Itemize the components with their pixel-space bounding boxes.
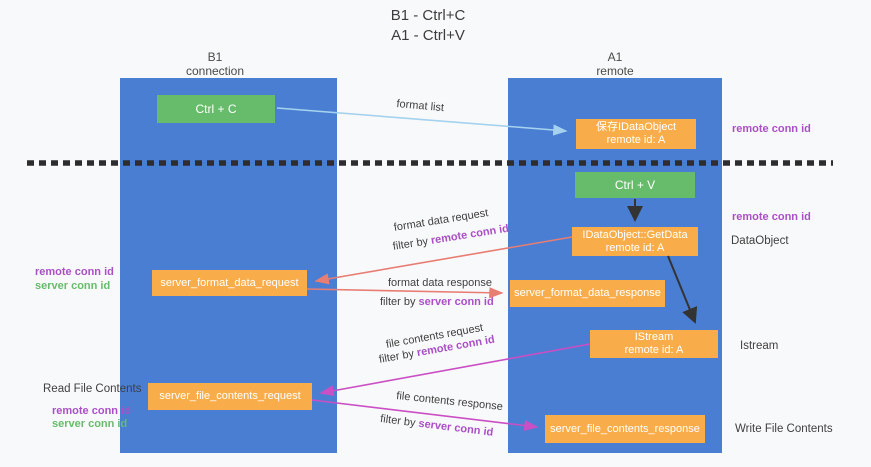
dataobject-label: DataObject xyxy=(731,235,789,247)
idataobject-getdata-box: IDataObject::GetData remote id: A xyxy=(572,227,698,256)
filter-by-prefix: filter by xyxy=(380,296,419,308)
file-contents-response-label: file contents response xyxy=(395,390,504,414)
save-idataobject-line2: remote id: A xyxy=(606,134,666,146)
filter-by-prefix: filter by xyxy=(392,234,432,253)
server-conn-id-highlight: server conn id xyxy=(417,417,494,439)
lane-header-a1: A1 remote xyxy=(550,50,680,78)
getdata-line1: IDataObject::GetData xyxy=(582,228,688,241)
filter-by-prefix: filter by xyxy=(379,413,420,430)
istream-line1: IStream xyxy=(634,331,674,343)
remote-conn-id-label-left-1: remote conn id xyxy=(35,266,114,278)
format-data-response-label: format data response xyxy=(388,277,492,289)
istream-side-label: Istream xyxy=(740,340,779,352)
remote-conn-id-label-top-right: remote conn id xyxy=(732,123,811,135)
server-conn-id-label-left-2: server conn id xyxy=(52,418,128,430)
getdata-line2: remote id: A xyxy=(605,241,665,254)
server-conn-id-label-left-1: server conn id xyxy=(35,280,111,292)
filter-by-server-conn-id-label-2: filter by server conn id xyxy=(379,413,494,440)
write-file-contents-label: Write File Contents xyxy=(735,423,833,435)
lane-b1-subtitle: connection xyxy=(185,64,245,78)
ctrl-v-box: Ctrl + V xyxy=(575,172,695,198)
file-response-label: server_file_contents_response xyxy=(550,422,700,435)
ctrl-c-label: Ctrl + C xyxy=(195,101,237,116)
title-line-1: B1 - Ctrl+C xyxy=(390,7,466,24)
format-response-label: server_format_data_response xyxy=(514,287,661,299)
save-idataobject-box: 保存IDataObject remote id: A xyxy=(576,119,696,149)
read-file-contents-label: Read File Contents xyxy=(43,383,142,395)
lane-a1-subtitle: remote xyxy=(596,64,634,78)
lane-a1-name: A1 xyxy=(607,50,623,64)
title-line-2: A1 - Ctrl+V xyxy=(391,27,465,44)
server-format-data-request-box: server_format_data_request xyxy=(152,270,307,296)
istream-box: IStream remote id: A xyxy=(590,330,718,358)
ctrl-c-box: Ctrl + C xyxy=(157,95,275,123)
filter-by-prefix: filter by xyxy=(378,347,419,366)
save-idataobject-line1: 保存IDataObject xyxy=(595,121,677,133)
page-title: B1 - Ctrl+C A1 - Ctrl+V xyxy=(338,6,518,46)
lane-b1-name: B1 xyxy=(207,50,223,64)
file-request-label: server_file_contents_request xyxy=(159,390,301,402)
filter-by-server-conn-id-label-1: filter by server conn id xyxy=(380,296,494,309)
format-request-label: server_format_data_request xyxy=(160,276,299,289)
server-file-contents-request-box: server_file_contents_request xyxy=(148,383,312,410)
server-conn-id-highlight: server conn id xyxy=(418,296,494,308)
format-list-label: format list xyxy=(395,98,445,115)
ctrl-v-label: Ctrl + V xyxy=(614,177,656,192)
remote-conn-id-label-mid-right: remote conn id xyxy=(732,211,811,223)
server-format-data-response-box: server_format_data_response xyxy=(510,280,665,307)
server-file-contents-response-box: server_file_contents_response xyxy=(545,415,705,443)
lane-header-b1: B1 connection xyxy=(150,50,280,78)
istream-line2: remote id: A xyxy=(624,344,684,356)
remote-conn-id-label-left-2: remote conn id xyxy=(52,405,131,417)
